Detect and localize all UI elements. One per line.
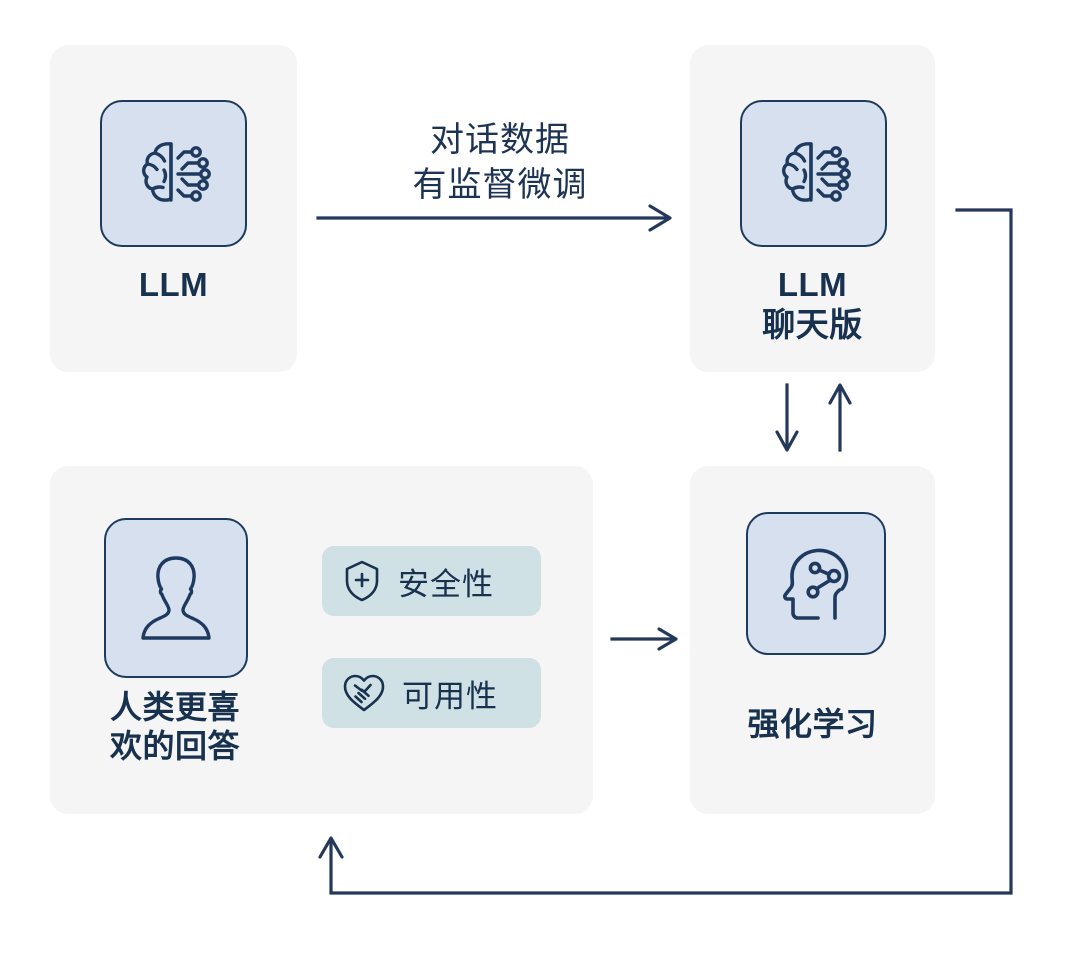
edge-chat-to-rl-arrow <box>775 383 799 452</box>
edge-label-sft-line2: 有监督微调 <box>412 166 588 205</box>
chip-usefulness: 可用性 <box>322 658 541 728</box>
node-label-reinforcement-learning-text: 强化学习 <box>747 706 878 742</box>
head-network-icon-tile <box>746 512 886 655</box>
chip-safety: 安全性 <box>322 546 541 616</box>
node-label-llm-chat-line2: 聊天版 <box>762 306 863 344</box>
handshake-heart-icon <box>342 672 386 714</box>
node-label-human-preference-line1: 人类更喜 <box>109 689 240 725</box>
node-label-human-preference: 人类更喜 欢的回答 <box>60 688 290 766</box>
node-label-llm-text: LLM <box>138 266 209 303</box>
head-network-icon <box>769 537 863 631</box>
edge-label-sft-line1: 对话数据 <box>430 121 570 159</box>
brain-circuit-icon-tile-llm-chat <box>740 100 887 247</box>
brain-circuit-icon <box>126 126 222 222</box>
brain-circuit-icon-tile-llm <box>100 100 247 247</box>
node-label-human-preference-line2: 欢的回答 <box>109 728 240 765</box>
person-bust-icon-tile <box>104 518 248 678</box>
node-label-llm-chat: LLM 聊天版 <box>690 265 935 346</box>
node-label-reinforcement-learning: 强化学习 <box>690 705 935 744</box>
person-bust-icon <box>130 548 222 648</box>
edge-label-sft: 对话数据 有监督微调 <box>330 118 670 208</box>
shield-plus-icon <box>342 559 382 603</box>
chip-usefulness-label: 可用性 <box>402 678 498 714</box>
brain-circuit-icon <box>766 126 862 222</box>
node-label-llm: LLM <box>50 265 297 305</box>
chip-safety-label: 安全性 <box>398 566 494 602</box>
node-label-llm-chat-line1: LLM <box>777 266 848 303</box>
edge-rl-to-chat-arrow <box>828 383 852 452</box>
edge-pref-to-rl-arrow <box>610 627 678 651</box>
edge-sft-arrow <box>316 204 672 232</box>
